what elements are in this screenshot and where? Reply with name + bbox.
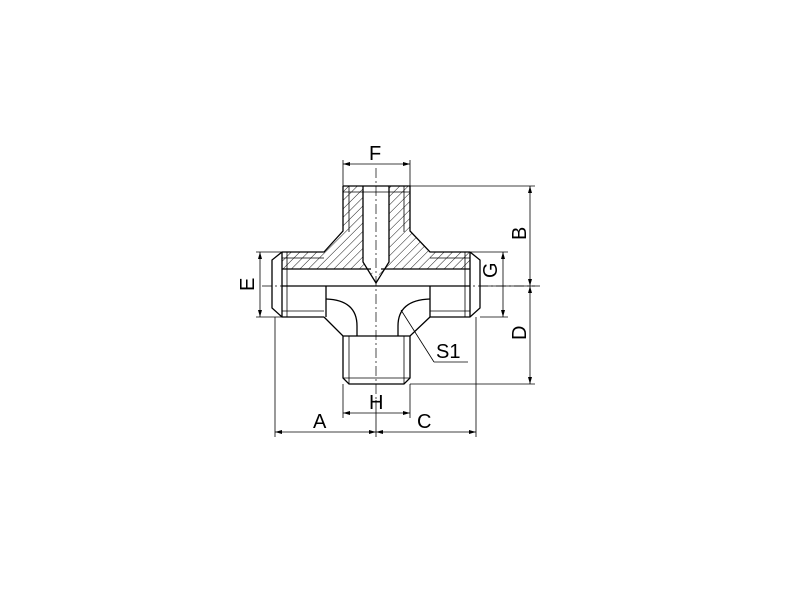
dimension-f: F: [342, 143, 411, 186]
dimension-h: H: [342, 384, 411, 418]
leader-s1: S1: [400, 309, 468, 363]
sectioned-body: [282, 186, 470, 283]
dim-label-e: E: [237, 278, 259, 291]
dim-label-f: F: [369, 143, 381, 165]
dim-label-c: C: [417, 411, 431, 433]
center-lines: [262, 168, 540, 400]
dim-label-s1: S1: [436, 341, 460, 363]
dim-label-g: G: [480, 262, 502, 278]
dim-label-d: D: [509, 326, 531, 340]
dim-label-b: B: [509, 227, 531, 240]
dimension-b: B: [410, 185, 535, 287]
dimension-g: G: [470, 251, 508, 318]
dimension-e: E: [237, 251, 282, 318]
dimension-a-c: A C: [274, 317, 477, 437]
dimension-d: D: [410, 286, 535, 385]
dim-label-a: A: [313, 411, 327, 433]
fitting-outline: [271, 185, 481, 385]
